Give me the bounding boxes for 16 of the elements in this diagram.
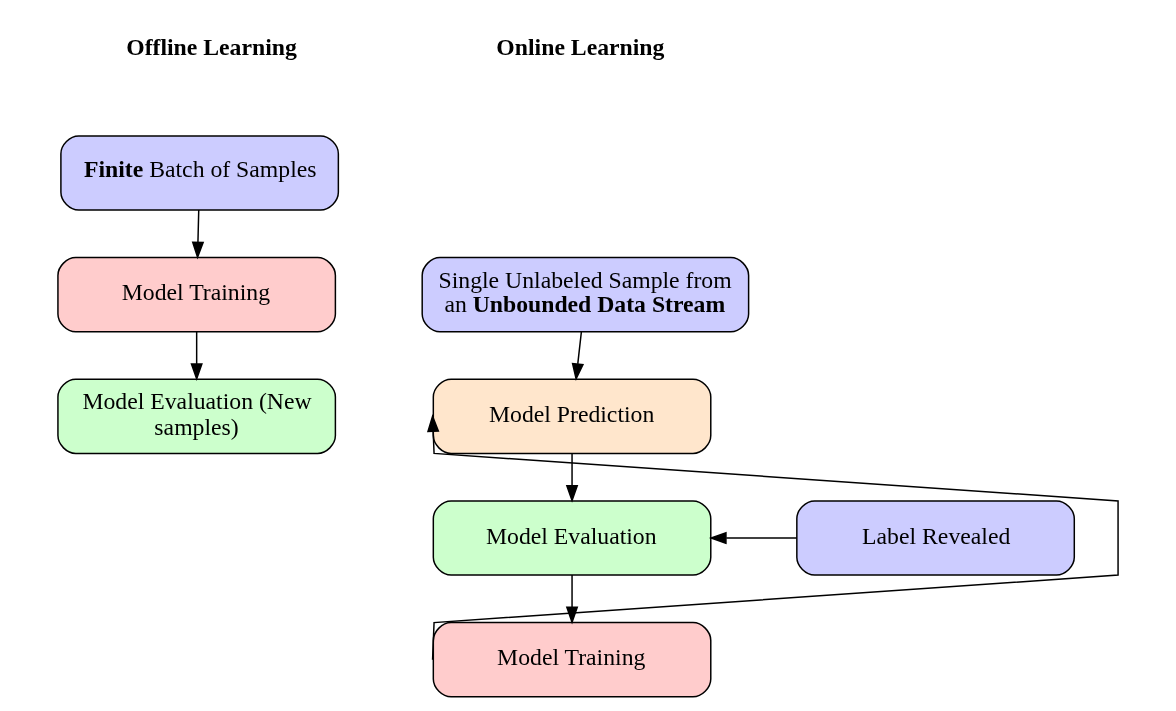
node-box: Model Training xyxy=(432,621,712,698)
node-box: Model Training xyxy=(57,256,337,333)
node-box: Model Prediction xyxy=(432,378,712,455)
arrow xyxy=(190,331,203,382)
node-box: Finite Batch of Samples xyxy=(60,135,340,211)
label: Online Learning xyxy=(496,34,665,61)
arrow xyxy=(191,209,205,260)
node-box: Model Evaluation (New samples) xyxy=(57,378,337,455)
node-box: Label Revealed xyxy=(796,500,1076,576)
label: Offline Learning xyxy=(126,34,297,61)
arrow xyxy=(565,452,579,503)
arrow xyxy=(426,414,1119,661)
node-box: Single Unlabeled Sample from an Unbounded Data Stream xyxy=(421,256,750,333)
arrow xyxy=(571,331,585,382)
node-box: Model Evaluation xyxy=(432,500,712,576)
arrow xyxy=(708,531,798,545)
